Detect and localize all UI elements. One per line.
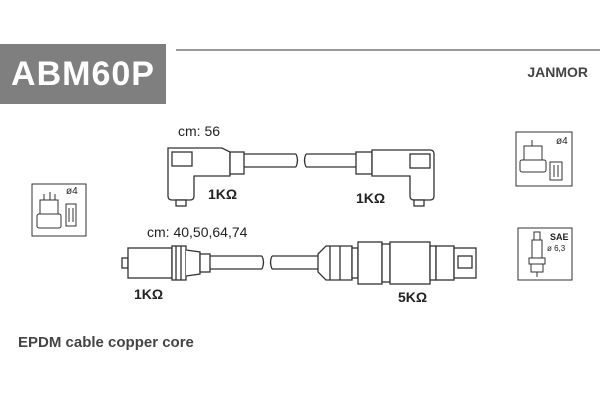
top-cable-resistance-left: 1KΩ [208, 186, 238, 202]
top-cable-length: cm: 56 [178, 123, 221, 139]
bottom-cable [121, 241, 477, 285]
distributor-cap-icon [31, 183, 87, 237]
brand-name: JANMOR [527, 64, 588, 80]
spark-plug-icon [517, 227, 573, 281]
bottom-cable-resistance-right: 5KΩ [398, 289, 428, 305]
top-cable-resistance-right: 1KΩ [356, 190, 386, 206]
coil-diameter: ø4 [556, 136, 568, 147]
header: ABM60P JANMOR [0, 0, 600, 110]
top-cable [167, 147, 435, 207]
spark-plug-diameter: ø 6,3 [547, 244, 566, 253]
part-number-badge: ABM60P [0, 44, 166, 104]
bottom-cable-resistance-left: 1KΩ [134, 286, 164, 302]
ignition-coil-icon [515, 131, 573, 187]
cable-description: EPDM cable copper core [18, 334, 194, 351]
spark-plug-standard: SAE [550, 232, 569, 242]
distributor-diameter: ø4 [66, 186, 78, 197]
bottom-cable-lengths: cm: 40,50,64,74 [147, 224, 248, 240]
